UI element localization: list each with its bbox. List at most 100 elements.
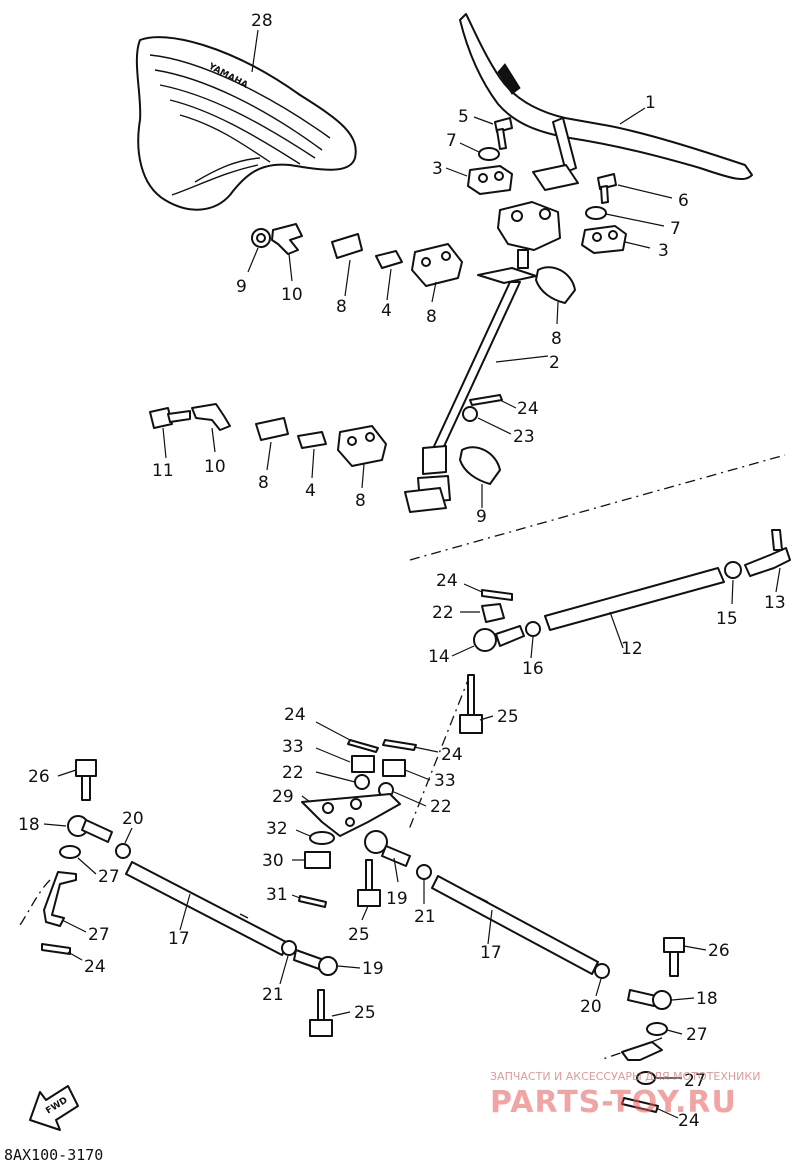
washer-part-32 xyxy=(295,829,335,845)
bolt-part-25-top xyxy=(459,674,494,734)
label-24-mid: 24 xyxy=(436,571,458,591)
label-20-left: 20 xyxy=(122,809,144,829)
label-27-l2: 27 xyxy=(88,925,110,945)
label-2: 2 xyxy=(549,353,560,373)
collar-part-30 xyxy=(292,851,331,869)
label-19-center: 19 xyxy=(386,889,408,909)
arm-part-27-left xyxy=(43,871,87,933)
label-28: 28 xyxy=(251,11,273,31)
holder-part-8-lower xyxy=(459,446,501,508)
connection-line-right xyxy=(599,1037,663,1061)
nut-part-20-left xyxy=(115,827,133,859)
bolt-part-26-left xyxy=(57,759,97,801)
steering-column-part-2 xyxy=(404,201,561,513)
tie-rod-end-part-19-center xyxy=(364,830,411,883)
label-20-right: 20 xyxy=(580,997,602,1017)
label-26-left: 26 xyxy=(28,767,50,787)
label-24-c2: 24 xyxy=(441,745,463,765)
label-27-l1: 27 xyxy=(98,867,120,887)
label-24-left: 24 xyxy=(84,957,106,977)
nut-part-22-top xyxy=(460,603,505,623)
cotter-pin-part-24-center-left xyxy=(315,721,379,753)
cotter-pin-part-31 xyxy=(291,894,327,908)
handlebar-part-1 xyxy=(459,13,753,191)
label-8-mid: 8 xyxy=(355,491,366,511)
label-22-c2: 22 xyxy=(430,797,452,817)
bolt-part-5-left xyxy=(473,116,513,150)
cotter-pin-part-24-top xyxy=(469,394,517,409)
label-16: 16 xyxy=(522,659,544,679)
label-8-lower: 9 xyxy=(476,507,487,527)
clamp-part-3-left xyxy=(445,165,513,195)
label-17-left: 17 xyxy=(168,929,190,949)
nut-part-23 xyxy=(462,406,512,435)
pin-part-4-top xyxy=(375,250,403,301)
label-31: 31 xyxy=(266,885,288,905)
label-17-right: 17 xyxy=(480,943,502,963)
label-25-top: 25 xyxy=(497,707,519,727)
bolt-part-25-center xyxy=(357,859,381,921)
nut-part-20-right xyxy=(594,963,610,997)
label-5-right: 6 xyxy=(678,191,689,211)
holder-part-8-top xyxy=(411,243,463,303)
nut-part-22-center-left xyxy=(315,771,370,790)
bushing-part-7-mid xyxy=(255,417,289,471)
watermark: ЗАПЧАСТИ И АКСЕССУАРЫ ДЛЯ МОТОТЕХНИКИ PA… xyxy=(490,1070,760,1120)
label-15: 15 xyxy=(716,609,738,629)
bushing-part-7-top xyxy=(331,233,363,297)
washer-part-27-left-top xyxy=(59,845,97,875)
cotter-pin-part-24-right xyxy=(621,1097,679,1119)
tie-rod-end-part-18-left xyxy=(43,815,113,843)
bolt-part-11 xyxy=(149,407,191,459)
label-4-top: 4 xyxy=(381,301,392,321)
label-18-left: 18 xyxy=(18,815,40,835)
label-11: 11 xyxy=(152,461,174,481)
plate-part-10-top xyxy=(271,223,303,282)
cap-part-33-right xyxy=(382,759,431,781)
label-3-right: 3 xyxy=(658,241,669,261)
label-7-top: 8 xyxy=(336,297,347,317)
label-32: 32 xyxy=(266,819,288,839)
tie-rod-end-part-13 xyxy=(744,529,791,593)
label-22-c1: 22 xyxy=(282,763,304,783)
label-24-c1: 24 xyxy=(284,705,306,725)
label-26-right: 26 xyxy=(708,941,730,961)
label-8-right: 8 xyxy=(551,329,562,349)
label-9: 9 xyxy=(236,277,247,297)
tie-rod-part-12 xyxy=(544,567,725,649)
tie-rod-end-part-14 xyxy=(451,625,525,657)
bolt-part-5-right xyxy=(597,173,673,204)
label-12: 12 xyxy=(621,639,643,659)
washer-part-6-left xyxy=(459,142,500,161)
label-30: 30 xyxy=(262,851,284,871)
label-33-right: 33 xyxy=(434,771,456,791)
label-5-left: 5 xyxy=(458,107,469,127)
label-29: 29 xyxy=(272,787,294,807)
holder-part-8-mid xyxy=(337,425,387,489)
label-33-left: 33 xyxy=(282,737,304,757)
label-24-right: 24 xyxy=(678,1111,700,1131)
bolt-part-26-right xyxy=(663,937,707,977)
nut-part-16 xyxy=(525,621,541,659)
fwd-arrow-icon: FWD xyxy=(29,1085,79,1131)
connection-line xyxy=(409,454,786,561)
label-23: 23 xyxy=(513,427,535,447)
label-7-mid: 8 xyxy=(258,473,269,493)
cap-part-33-left xyxy=(315,747,375,773)
label-10-top: 10 xyxy=(281,285,303,305)
tie-rod-end-part-18-right xyxy=(627,989,695,1010)
nut-part-15 xyxy=(724,561,742,605)
arm-part-27-right xyxy=(621,1041,682,1085)
washer-part-6-right xyxy=(585,206,665,227)
part-number-labels: 28 1 5 7 3 6 7 3 9 10 8 4 8 8 2 24 23 11… xyxy=(18,11,786,1131)
connection-line-left xyxy=(19,879,51,926)
label-4-mid: 4 xyxy=(305,481,316,501)
label-6-left: 7 xyxy=(446,131,457,151)
diagram-code: 8AX100-3170 xyxy=(4,1146,103,1163)
label-3-left: 3 xyxy=(432,159,443,179)
label-27-r2: 27 xyxy=(684,1071,706,1091)
label-14: 14 xyxy=(428,647,450,667)
label-10-mid: 10 xyxy=(204,457,226,477)
watermark-caption: ЗАПЧАСТИ И АКСЕССУАРЫ ДЛЯ МОТОТЕХНИКИ xyxy=(490,1070,760,1083)
